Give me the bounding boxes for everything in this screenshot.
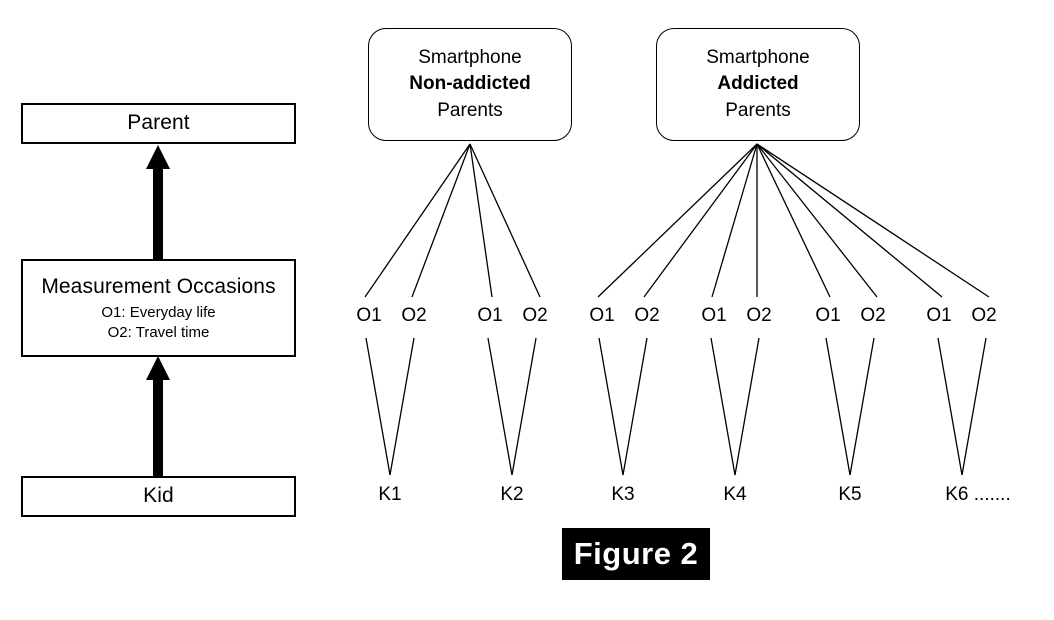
level-box-parent-title: Parent: [127, 111, 190, 135]
occasion-label-k6-o1: O1: [926, 305, 952, 326]
kid-label-k3: K3: [611, 484, 635, 505]
group-addicted-line-1: Smartphone: [706, 47, 810, 69]
edges-occasions-to-kids: [365, 337, 987, 476]
group-non-addicted-line-1: Smartphone: [418, 47, 522, 69]
group-box-addicted: Smartphone Addicted Parents: [656, 28, 860, 141]
level-box-measurement-occasions: Measurement Occasions O1: Everyday life …: [21, 259, 296, 357]
group-addicted-line-3: Parents: [725, 99, 791, 121]
arrow-occasions-to-parent: [146, 145, 170, 259]
kid-label-k4: K4: [723, 484, 747, 505]
level-box-kid-title: Kid: [143, 484, 174, 508]
arrow-kid-to-occasions: [146, 356, 170, 476]
group-addicted-line-2: Addicted: [717, 73, 799, 95]
occasion-label-k3-o2: O2: [634, 305, 660, 326]
occasion-label-k6-o2: O2: [971, 305, 997, 326]
occasion-legend-o2: O2: Travel time: [107, 323, 210, 341]
occasion-label-k3-o1: O1: [589, 305, 615, 326]
occasion-label-k4-o1: O1: [701, 305, 727, 326]
kid-label-k5: K5: [838, 484, 862, 505]
occasion-legend-o1: O1: Everyday life: [101, 304, 216, 322]
occasion-label-k5-o2: O2: [860, 305, 886, 326]
group-box-non-addicted: Smartphone Non-addicted Parents: [368, 28, 572, 141]
occasion-label-k2-o1: O1: [477, 305, 503, 326]
level-box-parent: Parent: [21, 103, 296, 144]
kid-label-k6: K6 .......: [945, 484, 1011, 505]
occasion-label-k1-o2: O2: [401, 305, 427, 326]
occasion-label-k5-o1: O1: [815, 305, 841, 326]
occasion-label-k2-o2: O2: [522, 305, 548, 326]
group-non-addicted-line-2: Non-addicted: [409, 73, 531, 95]
figure-caption-badge: Figure 2: [562, 528, 710, 580]
occasion-label-k4-o2: O2: [746, 305, 772, 326]
edges-group-non-addicted: [364, 143, 541, 298]
kid-label-k2: K2: [500, 484, 524, 505]
level-box-measurement-occasions-title: Measurement Occasions: [41, 274, 276, 298]
edges-group-addicted: [597, 143, 990, 298]
level-box-kid: Kid: [21, 476, 296, 517]
kid-label-k1: K1: [378, 484, 402, 505]
group-non-addicted-line-3: Parents: [437, 99, 503, 121]
figure-caption-text: Figure 2: [573, 536, 699, 571]
occasion-label-k1-o1: O1: [356, 305, 382, 326]
